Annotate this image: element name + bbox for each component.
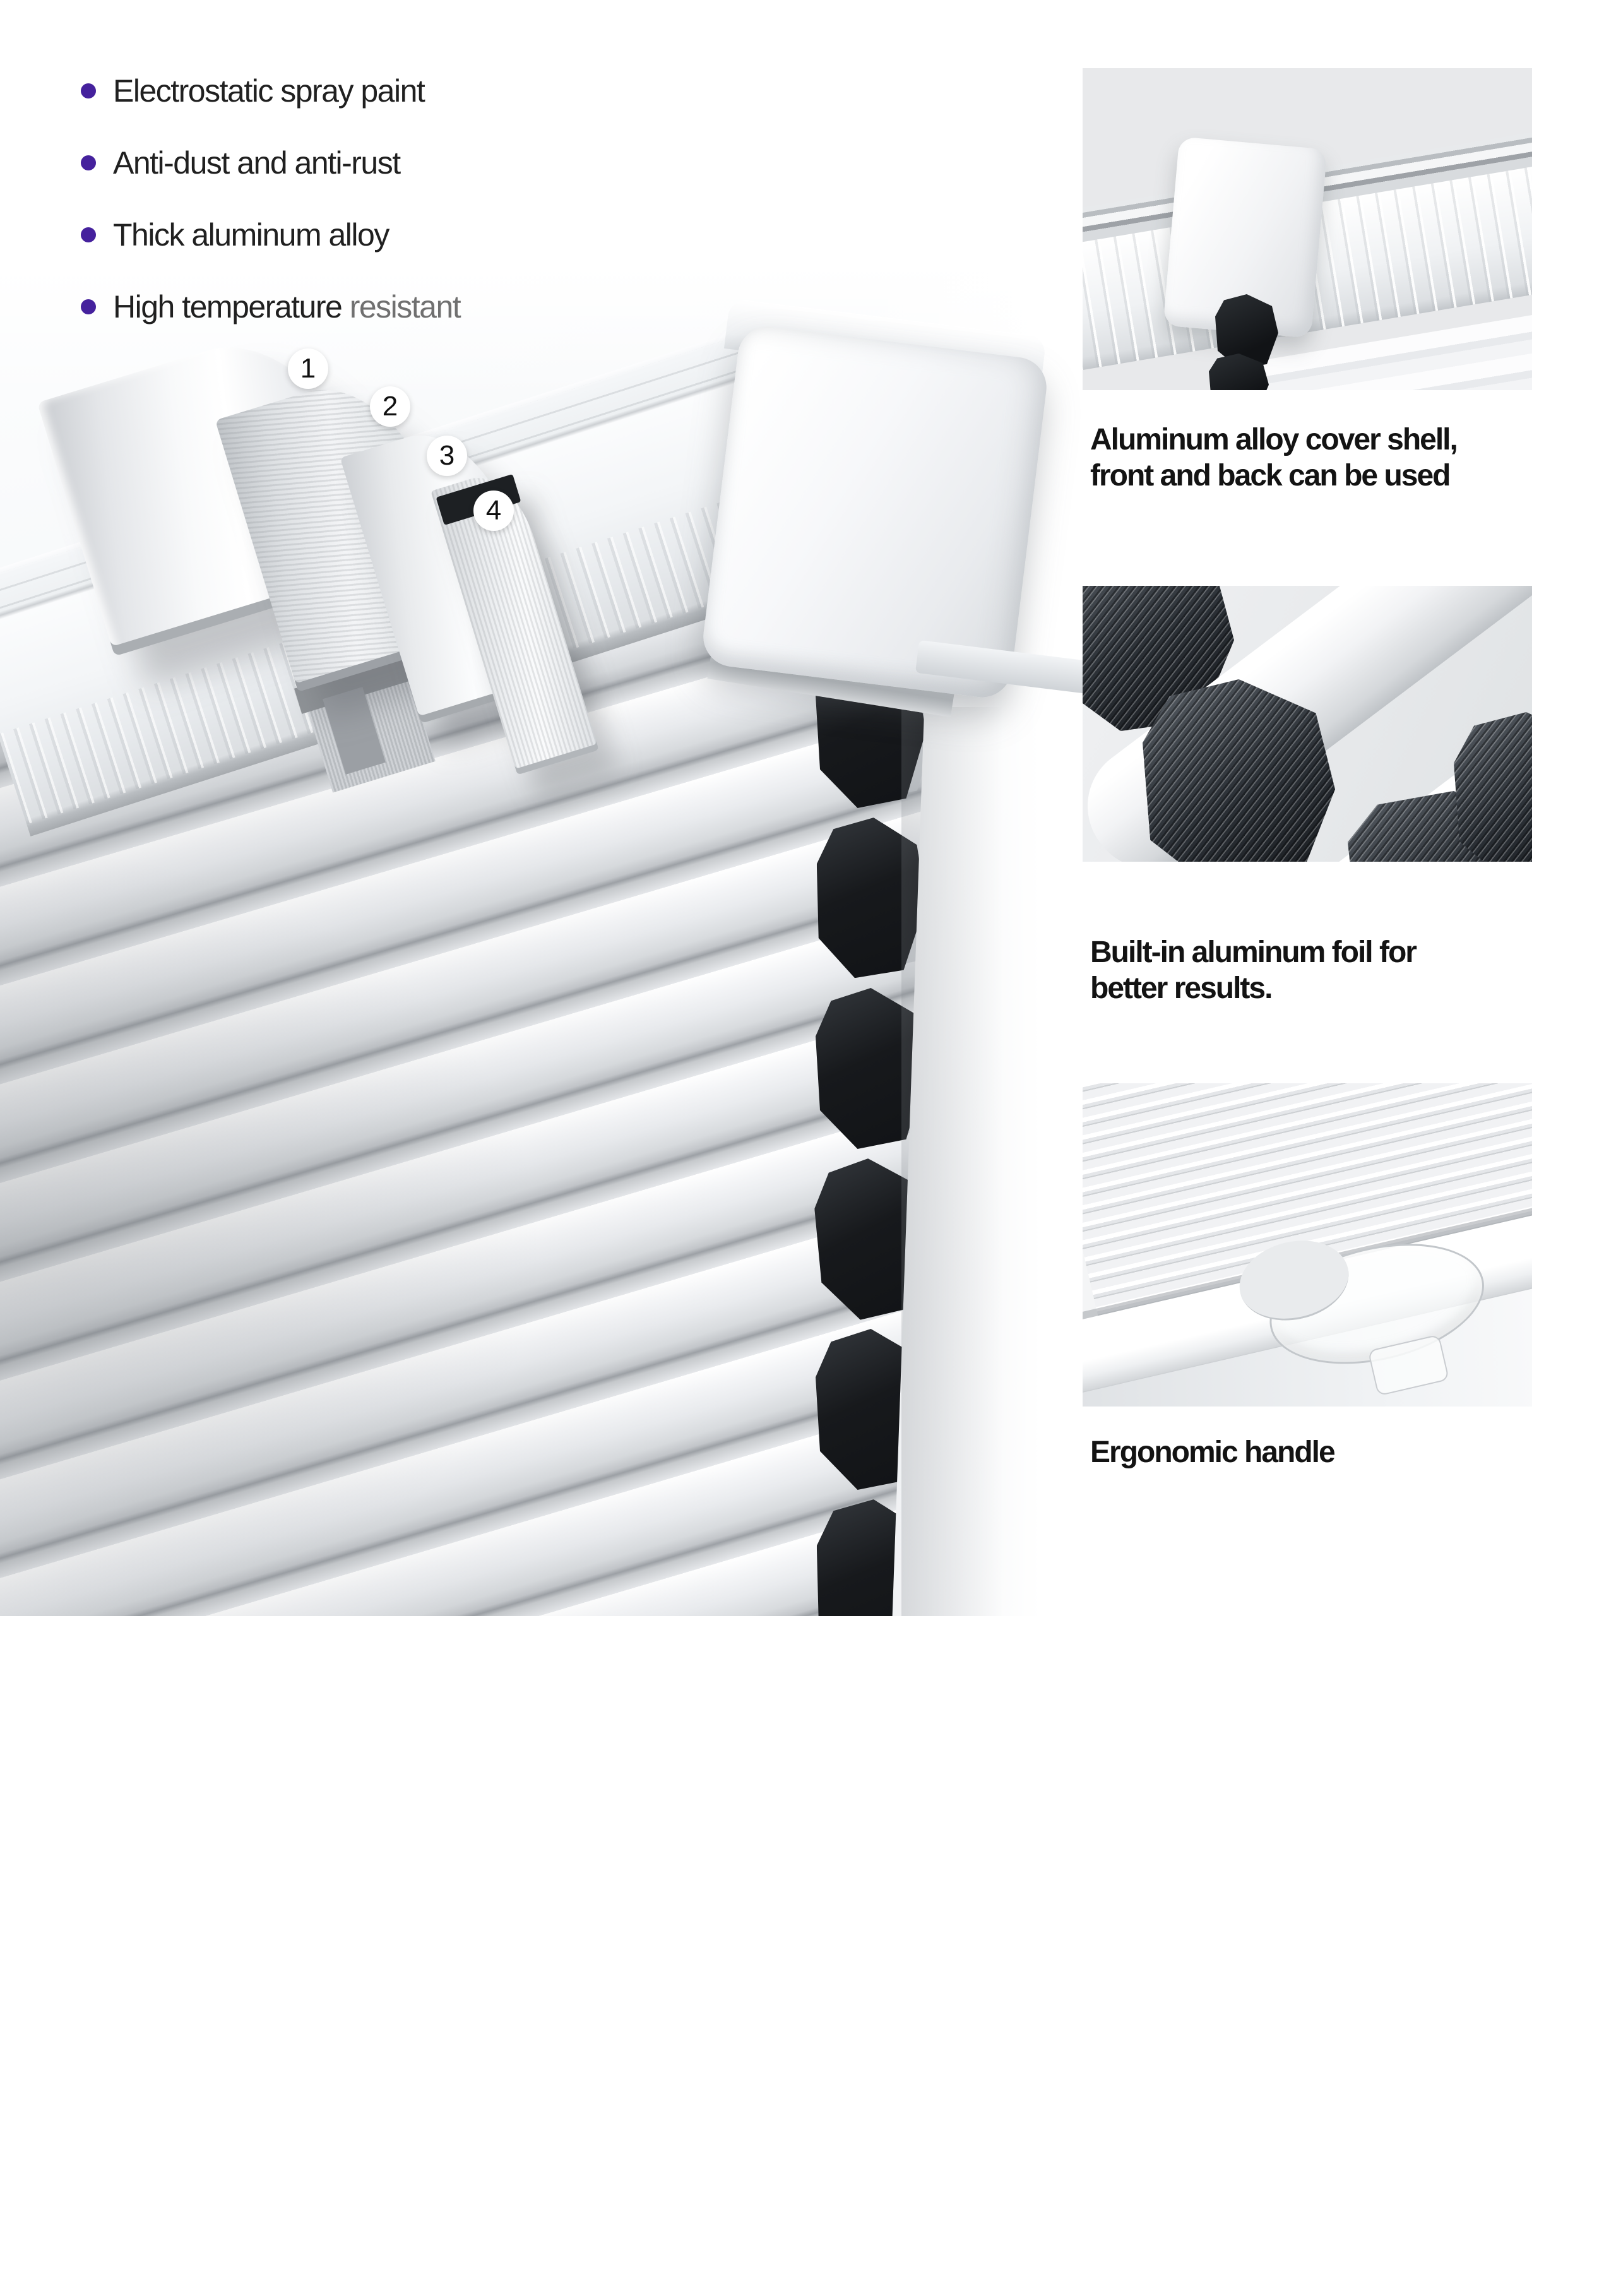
detail-photo-handle (1083, 1083, 1532, 1407)
feature-text: Electrostatic spray paint (113, 73, 425, 109)
caption-line: better results. (1090, 972, 1273, 1005)
feature-text-muted: resistant (349, 289, 461, 324)
feature-item: Thick aluminum alloy (81, 215, 460, 255)
bullet-dot-icon (81, 155, 96, 170)
honeycomb-cell (816, 988, 926, 1149)
honeycomb-cell (1215, 294, 1278, 369)
caption-line: Built-in aluminum foil for (1090, 936, 1417, 969)
caption-foil: Built-in aluminum foil for better result… (1090, 934, 1532, 1006)
detail-photo-cover-shell (1083, 68, 1532, 390)
end-cap (699, 323, 1050, 701)
layer-number-badge: 3 (427, 436, 467, 476)
feature-item: High temperature resistant (81, 287, 461, 327)
handle-group (1231, 1223, 1514, 1407)
honeycomb-cell-macro (1454, 712, 1532, 862)
bullet-dot-icon (81, 227, 96, 242)
caption-line: front and back can be used (1090, 459, 1451, 492)
layer-number-badge: 4 (473, 491, 514, 531)
layer-number-badge: 2 (370, 386, 410, 427)
feature-item: Anti-dust and anti-rust (81, 143, 460, 183)
feature-text: Thick aluminum alloy (113, 217, 389, 253)
feature-text: Anti-dust and anti-rust (113, 145, 401, 181)
feature-item: Electrostatic spray paint (81, 71, 460, 111)
honeycomb-cell-macro (1143, 679, 1335, 862)
caption-line: Ergonomic handle (1090, 1436, 1336, 1469)
detail-photo-foil (1083, 586, 1532, 862)
caption-handle: Ergonomic handle (1090, 1434, 1532, 1470)
feature-text: High temperature (113, 289, 350, 324)
wall-shadow (901, 707, 1047, 1616)
bullet-dot-icon (81, 83, 96, 98)
bullet-dot-icon (81, 299, 96, 314)
caption-cover-shell: Aluminum alloy cover shell, front and ba… (1090, 422, 1532, 494)
layer-number-badge: 1 (288, 348, 328, 389)
photo-vignette (0, 789, 619, 1616)
caption-line: Aluminum alloy cover shell, (1090, 423, 1458, 456)
feature-list: Electrostatic spray paint Anti-dust and … (81, 71, 461, 359)
